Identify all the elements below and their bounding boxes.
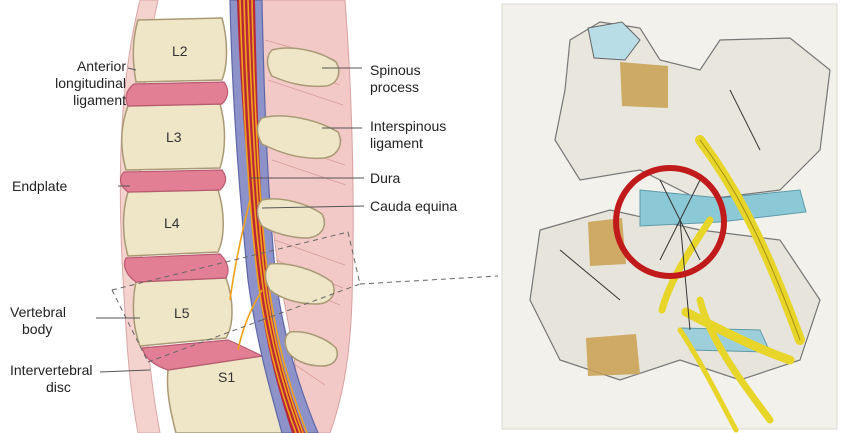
disc-l4-l5 [124,254,228,282]
label-anterior-longitudinal-ligament: Anterior longitudinal ligament [8,58,126,109]
label-intervertebral-disc: Intervertebral disc [10,362,92,396]
spine-cross-section: L2 L3 L4 L5 S1 [96,0,498,433]
sketch-brown-patch-1 [620,62,668,108]
label-spinous-process: Spinous process [370,62,421,96]
disc-l3-l4 [121,170,226,192]
sketch-brown-patch-3 [586,334,640,376]
disc-l2-l3 [126,82,228,106]
vertebra-label-l4: L4 [164,215,180,231]
vertebra-label-l5: L5 [174,305,190,321]
label-dura: Dura [370,170,400,187]
label-endplate: Endplate [12,178,67,195]
label-interspinous-ligament: Interspinous ligament [370,118,446,152]
vertebra-label-l2: L2 [172,43,188,59]
vertebra-label-l3: L3 [166,129,182,145]
label-cauda-equina: Cauda equina [370,198,457,215]
label-vertebral-body: Vertebral body [10,304,66,338]
pencil-sketch [502,4,837,430]
vertebra-label-s1: S1 [218,369,235,385]
